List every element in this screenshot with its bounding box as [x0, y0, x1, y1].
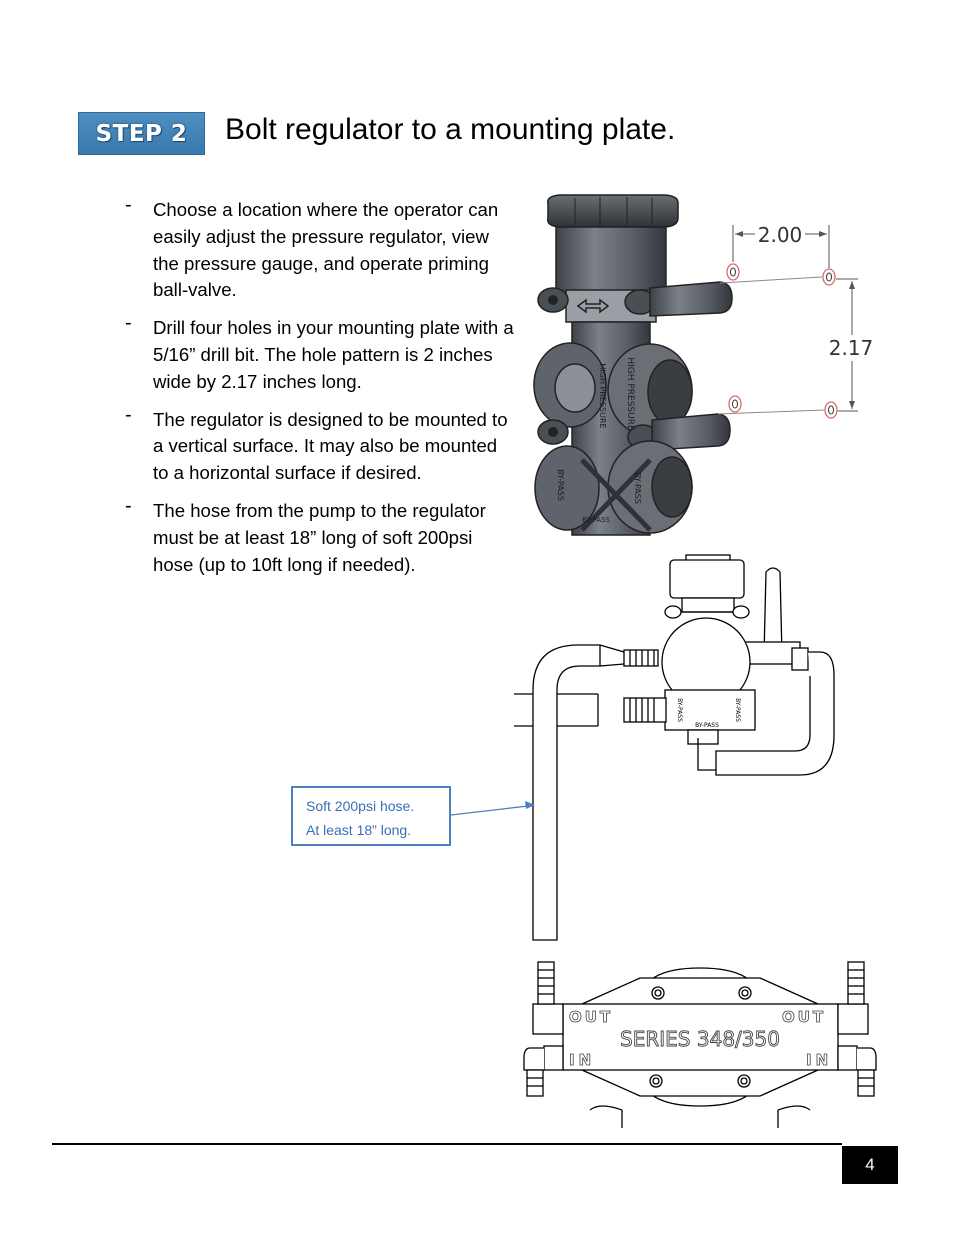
instruction-list: -Choose a location where the operator ca…: [125, 194, 515, 589]
callout-line-2: At least 18” long.: [306, 822, 412, 838]
step-title: Bolt regulator to a mounting plate.: [225, 113, 676, 146]
footer-rule: [52, 1143, 842, 1145]
list-item: -Choose a location where the operator ca…: [125, 194, 515, 304]
hole-pattern: 2.00 2.17: [717, 222, 876, 419]
pump-label-in-right: IN: [806, 1051, 832, 1069]
pump-label-series: SERIES 348/350: [620, 1027, 780, 1051]
step-badge: STEP 2: [78, 112, 205, 155]
side-label-bypass-a: BY-PASS: [676, 698, 683, 722]
bullet-dash: -: [125, 494, 132, 517]
bullet-text: The regulator is designed to be mounted …: [153, 408, 508, 484]
bullet-text: Choose a location where the operator can…: [153, 199, 499, 301]
regulator-side-view: BY-PASS BY-PASS BY-PASS: [514, 554, 835, 941]
pump-label-out-right: OUT: [782, 1008, 826, 1026]
bullet-dash: -: [125, 312, 132, 335]
bullet-dash: -: [125, 403, 132, 426]
pump-drawing: OUT OUT SERIES 348/350 IN IN: [523, 961, 877, 1128]
callout-arrow: [450, 805, 529, 816]
pump-label-out-left: OUT: [569, 1008, 613, 1026]
hose-callout: Soft 200psi hose. At least 18” long.: [291, 786, 451, 846]
page-number: 4: [842, 1146, 898, 1184]
side-label-bypass-b: BY-PASS: [734, 698, 741, 722]
regulator-label-bypass-left: BY-PASS: [556, 469, 565, 501]
regulator-label-bypass-bottom: BY-PASS: [582, 516, 610, 524]
callout-arrowhead: [525, 801, 535, 809]
list-item: -The regulator is designed to be mounted…: [125, 404, 515, 487]
bullet-dash: -: [125, 194, 132, 216]
dimension-width: 2.00: [758, 223, 803, 247]
pump-label-in-left: IN: [569, 1051, 595, 1069]
callout-line-1: Soft 200psi hose.: [306, 798, 415, 814]
list-item: -Drill four holes in your mounting plate…: [125, 312, 515, 395]
regulator-render: HIGH PRESSURE HIGH PRESSURE BY-PASS BY-P…: [533, 194, 733, 536]
side-label-bypass-c: BY-PASS: [695, 722, 719, 729]
list-item: -The hose from the pump to the regulator…: [125, 495, 515, 578]
bullet-text: The hose from the pump to the regulator …: [153, 499, 486, 575]
step-badge-label: STEP 2: [95, 120, 188, 147]
regulator-label-bypass-right: BY-PASS: [633, 472, 642, 504]
dimension-length: 2.17: [829, 336, 874, 360]
regulator-label-high-left: HIGH PRESSURE: [598, 363, 607, 428]
bullet-text: Drill four holes in your mounting plate …: [153, 317, 514, 392]
regulator-label-high-right: HIGH PRESSURE: [625, 357, 635, 431]
